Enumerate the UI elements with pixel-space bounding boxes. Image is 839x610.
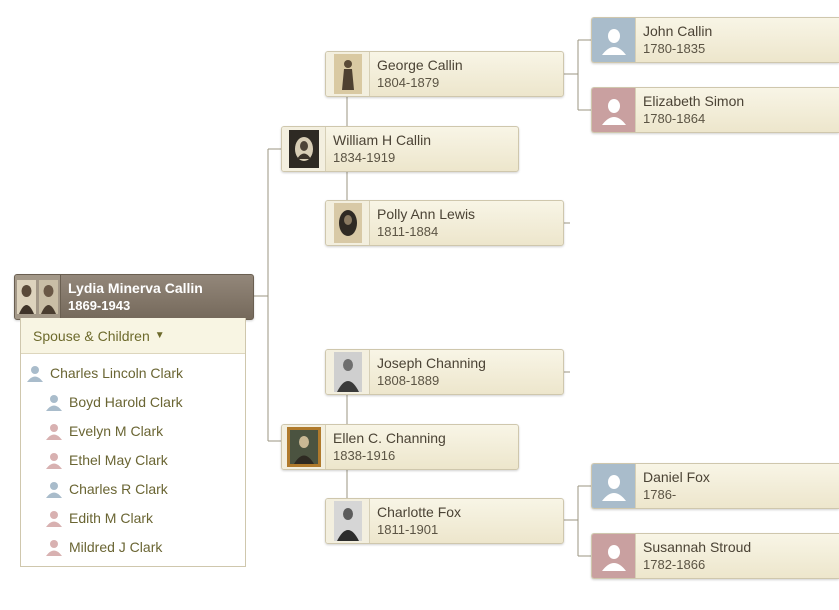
- spouse-children-toggle[interactable]: Spouse & Children ▼: [21, 318, 245, 354]
- male-person-icon: [46, 395, 62, 411]
- child-name: Mildred J Clark: [69, 539, 163, 555]
- child-item[interactable]: Boyd Harold Clark: [45, 392, 183, 412]
- female-silhouette-icon: [592, 534, 636, 578]
- photo-image: [333, 501, 362, 541]
- grandparent-card-charlotte[interactable]: Charlotte Fox 1811-1901: [325, 498, 564, 544]
- child-item[interactable]: Ethel May Clark: [45, 450, 168, 470]
- male-silhouette-icon: [592, 18, 636, 62]
- spouse-children-label: Spouse & Children: [33, 327, 150, 344]
- child-name: Ethel May Clark: [69, 452, 168, 468]
- male-silhouette-icon: [592, 464, 636, 508]
- person-info: Daniel Fox 1786-: [636, 469, 710, 503]
- person-dates: 1786-: [643, 487, 677, 502]
- oval-portrait-photo: [326, 201, 370, 245]
- male-person-icon: [27, 366, 43, 382]
- person-dates: 1834-1919: [333, 150, 396, 165]
- couple-photo: [15, 275, 61, 319]
- child-name: Evelyn M Clark: [69, 423, 164, 439]
- person-name: Charlotte Fox: [377, 504, 462, 520]
- person-info: Lydia Minerva Callin 1869-1943: [61, 280, 203, 314]
- father-card[interactable]: William H Callin 1834-1919: [281, 126, 519, 172]
- person-dates: 1804-1879: [377, 75, 440, 90]
- person-name: Daniel Fox: [643, 469, 710, 485]
- silhouette-image: [601, 475, 626, 501]
- caret-down-icon: ▼: [154, 330, 165, 341]
- great-grandparent-card-daniel[interactable]: Daniel Fox 1786-: [591, 463, 839, 509]
- person-dates: 1780-1835: [643, 41, 706, 56]
- person-dates: 1869-1943: [68, 298, 131, 313]
- child-item[interactable]: Edith M Clark: [45, 508, 153, 528]
- child-name: Charles R Clark: [69, 481, 168, 497]
- person-info: Susannah Stroud 1782-1866: [636, 539, 751, 573]
- great-grandparent-card-elizabeth[interactable]: Elizabeth Simon 1780-1864: [591, 87, 839, 133]
- person-name: Polly Ann Lewis: [377, 206, 476, 222]
- focus-person-card[interactable]: Lydia Minerva Callin 1869-1943: [14, 274, 254, 320]
- child-item[interactable]: Mildred J Clark: [45, 537, 162, 557]
- photo-image: [288, 130, 319, 168]
- silhouette-image: [601, 99, 626, 125]
- person-name: John Callin: [643, 23, 713, 39]
- person-name: William H Callin: [333, 132, 432, 148]
- oval-portrait-photo: [282, 127, 326, 171]
- portrait-photo-left: [16, 280, 36, 314]
- female-person-icon: [46, 540, 62, 556]
- female-silhouette-icon: [592, 88, 636, 132]
- grandparent-card-george[interactable]: George Callin 1804-1879: [325, 51, 564, 97]
- person-info: Charlotte Fox 1811-1901: [370, 504, 461, 538]
- person-name: George Callin: [377, 57, 463, 73]
- person-name: Susannah Stroud: [643, 539, 752, 555]
- photo-image: [333, 352, 362, 392]
- photo-image: [333, 203, 362, 243]
- person-dates: 1808-1889: [377, 373, 440, 388]
- child-item[interactable]: Charles R Clark: [45, 479, 168, 499]
- person-name: Ellen C. Channing: [333, 430, 446, 446]
- person-info: Polly Ann Lewis 1811-1884: [370, 206, 475, 240]
- male-person-icon: [46, 482, 62, 498]
- female-person-icon: [46, 424, 62, 440]
- person-info: John Callin 1780-1835: [636, 23, 712, 57]
- great-grandparent-card-susannah[interactable]: Susannah Stroud 1782-1866: [591, 533, 839, 579]
- person-info: George Callin 1804-1879: [370, 57, 463, 91]
- grandparent-card-polly[interactable]: Polly Ann Lewis 1811-1884: [325, 200, 564, 246]
- mother-card[interactable]: Ellen C. Channing 1838-1916: [281, 424, 519, 470]
- standing-man-photo: [326, 52, 370, 96]
- person-name: Joseph Channing: [377, 355, 486, 371]
- child-item[interactable]: Evelyn M Clark: [45, 421, 163, 441]
- bw-man-photo: [326, 350, 370, 394]
- person-dates: 1811-1901: [377, 522, 439, 537]
- spouse-name: Charles Lincoln Clark: [50, 365, 184, 381]
- person-dates: 1780-1864: [643, 111, 706, 126]
- photo-image: [286, 427, 321, 467]
- person-info: Elizabeth Simon 1780-1864: [636, 93, 744, 127]
- bw-woman-photo: [326, 499, 370, 543]
- person-dates: 1782-1866: [643, 557, 706, 572]
- person-name: Lydia Minerva Callin: [68, 280, 203, 296]
- person-info: William H Callin 1834-1919: [326, 132, 431, 166]
- child-name: Boyd Harold Clark: [69, 394, 183, 410]
- grandparent-card-joseph[interactable]: Joseph Channing 1808-1889: [325, 349, 564, 395]
- person-info: Ellen C. Channing 1838-1916: [326, 430, 446, 464]
- photo-image: [333, 54, 362, 94]
- person-dates: 1811-1884: [377, 224, 439, 239]
- person-name: Elizabeth Simon: [643, 93, 745, 109]
- great-grandparent-card-john[interactable]: John Callin 1780-1835: [591, 17, 839, 63]
- framed-portrait-photo: [282, 425, 326, 469]
- female-person-icon: [46, 511, 62, 527]
- spouse-item[interactable]: Charles Lincoln Clark: [26, 363, 183, 383]
- person-info: Joseph Channing 1808-1889: [370, 355, 486, 389]
- silhouette-image: [601, 29, 626, 55]
- silhouette-image: [601, 545, 626, 571]
- female-person-icon: [46, 453, 62, 469]
- portrait-photo-right: [39, 280, 59, 314]
- person-dates: 1838-1916: [333, 448, 396, 463]
- child-name: Edith M Clark: [69, 510, 154, 526]
- spouse-children-panel: Spouse & Children ▼ Charles Lincoln Clar…: [20, 318, 246, 567]
